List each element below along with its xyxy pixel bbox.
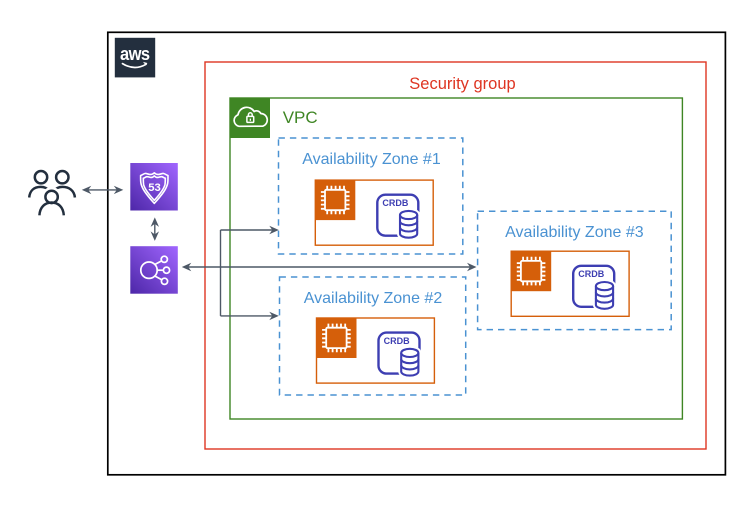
svg-text:CRDB: CRDB [382, 198, 408, 208]
svg-text:Availability Zone #2: Availability Zone #2 [304, 290, 443, 307]
svg-text:Availability Zone #3: Availability Zone #3 [505, 224, 644, 241]
svg-text:53: 53 [148, 182, 161, 194]
svg-text:VPC: VPC [283, 108, 318, 127]
svg-text:Security group: Security group [409, 75, 515, 93]
svg-text:aws: aws [120, 43, 150, 64]
svg-text:Availability Zone #1: Availability Zone #1 [302, 151, 441, 168]
